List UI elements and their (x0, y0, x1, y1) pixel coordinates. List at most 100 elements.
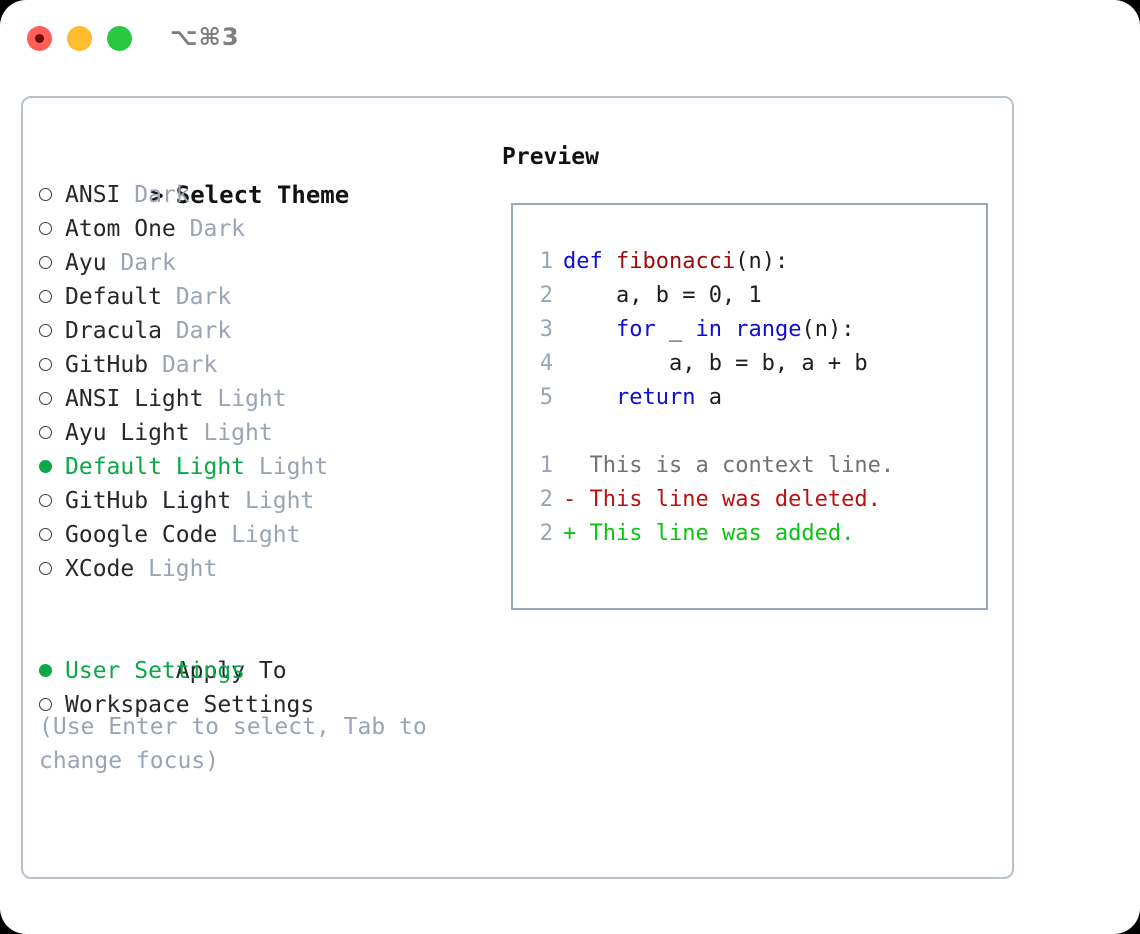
theme-variant-tag: Light (245, 488, 315, 514)
radio-unselected-icon (39, 494, 52, 507)
code-token: fibonacci (615, 249, 736, 274)
theme-list-item[interactable]: ANSI Dark (39, 178, 489, 212)
line-number: 2 (539, 521, 553, 546)
theme-list-item[interactable]: GitHub Light Light (39, 484, 489, 518)
theme-name: GitHub (65, 352, 149, 378)
maximize-button[interactable] (107, 26, 132, 51)
theme-variant-tag: Light (258, 454, 329, 480)
code-token (563, 317, 616, 342)
line-number: 3 (539, 317, 553, 342)
theme-list-item[interactable]: GitHub Dark (39, 348, 489, 382)
theme-variant-tag: Dark (120, 250, 176, 276)
gap (148, 352, 162, 378)
radio-unselected-icon (39, 178, 65, 212)
code-line: 5 return a (531, 381, 894, 415)
radio-unselected-icon (39, 392, 52, 405)
theme-name: Dracula (65, 318, 162, 344)
radio-unselected-icon (39, 688, 65, 722)
apply-to-option[interactable]: Workspace Settings (39, 688, 489, 722)
gap (107, 250, 121, 276)
gap (162, 284, 176, 310)
line-number: 2 (539, 283, 553, 308)
theme-variant-tag: Light (217, 386, 287, 412)
gap (134, 556, 148, 582)
radio-unselected-icon (39, 280, 65, 314)
theme-variant-tag: Dark (161, 352, 218, 378)
theme-list-item[interactable]: Default Dark (39, 280, 489, 314)
code-token: a, b = 0, 1 (563, 283, 762, 308)
line-number: 4 (539, 351, 553, 376)
radio-unselected-icon (39, 382, 65, 416)
diff-text: This is a context line. (589, 453, 895, 478)
theme-list-item[interactable]: XCode Light (39, 552, 489, 586)
line-number: 1 (539, 249, 553, 274)
shortcut-label: ⌥⌘3 (170, 23, 240, 51)
theme-list-item[interactable]: Ayu Dark (39, 246, 489, 280)
line-number: 5 (539, 385, 553, 410)
theme-variant-tag: Dark (189, 216, 246, 242)
theme-list-item[interactable]: Atom One Dark (39, 212, 489, 246)
code-line: 3 for _ in range(n): (531, 313, 894, 347)
theme-list-item[interactable]: ANSI Light Light (39, 382, 489, 416)
radio-selected-icon (39, 664, 52, 677)
gap (120, 182, 134, 208)
diff-line: 2- This line was deleted. (531, 483, 894, 517)
radio-unselected-icon (39, 212, 65, 246)
gap (245, 454, 259, 480)
recording-indicator-icon (35, 34, 44, 43)
theme-name: ANSI (65, 182, 121, 208)
radio-unselected-icon (39, 290, 52, 303)
radio-unselected-icon (39, 562, 52, 575)
apply-to-label: Apply To (175, 658, 287, 684)
apply-to-option-label: Workspace Settings (65, 692, 315, 718)
theme-list-item[interactable]: Default Light Light (39, 450, 489, 484)
theme-name: Google Code (65, 522, 218, 548)
theme-variant-tag: Light (231, 522, 301, 548)
code-token: (n): (735, 249, 789, 274)
radio-unselected-icon (39, 222, 52, 235)
theme-selector-title: Select Theme (175, 181, 350, 209)
code-line: 4 a, b = b, a + b (531, 347, 894, 381)
radio-unselected-icon (39, 518, 65, 552)
gap (576, 521, 589, 546)
selection-chevron-icon: > (149, 183, 164, 209)
code-token: a, b = b, a + b (563, 351, 868, 376)
minimize-button[interactable] (67, 26, 92, 51)
radio-unselected-icon (39, 426, 52, 439)
line-number: 1 (539, 453, 553, 478)
theme-variant-tag: Dark (175, 318, 232, 344)
theme-name: GitHub Light (65, 488, 232, 514)
list-spacer (39, 586, 489, 620)
theme-list-item[interactable]: Google Code Light (39, 518, 489, 552)
radio-unselected-icon (39, 484, 65, 518)
theme-variant-tag: Dark (134, 182, 190, 208)
code-token: def (563, 249, 616, 274)
radio-unselected-icon (39, 256, 52, 269)
apply-to-option[interactable]: User Settings (39, 654, 489, 688)
apply-to-option-label: User Settings (65, 658, 246, 684)
gap (231, 488, 245, 514)
diff-sign (563, 453, 576, 478)
theme-list-item[interactable]: Dracula Dark (39, 314, 489, 348)
theme-name: Atom One (65, 216, 176, 242)
theme-list-item[interactable]: Ayu Light Light (39, 416, 489, 450)
code-line: 2 a, b = 0, 1 (531, 279, 894, 313)
radio-unselected-icon (39, 528, 52, 541)
theme-selector-heading: > Select Theme (39, 144, 489, 209)
radio-unselected-icon (39, 698, 52, 711)
diff-sign: + (563, 521, 577, 546)
apply-to-heading: Apply To (39, 620, 489, 684)
radio-unselected-icon (39, 416, 65, 450)
code-diff-separator (531, 415, 894, 449)
gap (203, 386, 217, 412)
code-token: for (615, 317, 656, 342)
code-line: 1 def fibonacci(n): (531, 245, 894, 279)
radio-selected-icon (39, 450, 65, 484)
theme-name: XCode (65, 556, 135, 582)
radio-unselected-icon (39, 348, 65, 382)
